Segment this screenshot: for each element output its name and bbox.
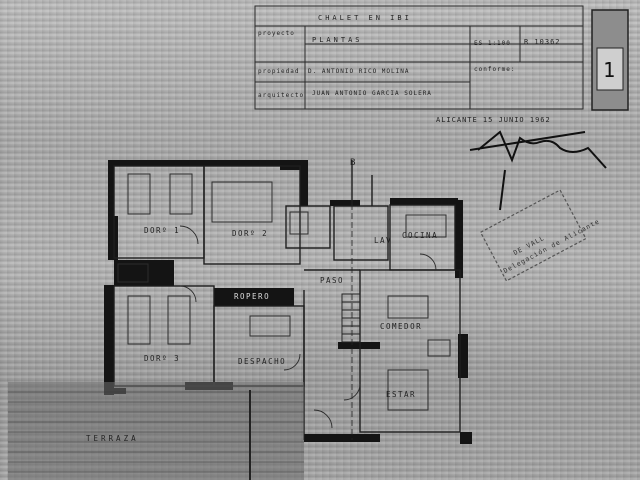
official-stamp: [479, 189, 587, 282]
architect-value: JUAN ANTONIO GARCIA SOLERA: [312, 90, 432, 97]
reference-number: R 10362: [524, 38, 561, 46]
owner-value: D. ANTONIO RICO MOLINA: [308, 68, 410, 75]
room-dorm3: DORº 3: [144, 354, 181, 363]
section-mark: B: [350, 158, 357, 168]
drawing-value: PLANTAS: [312, 36, 363, 44]
furniture: [117, 173, 451, 411]
sheet-number-box: [591, 9, 629, 111]
room-lav: LAV: [374, 236, 393, 245]
date-line: ALICANTE 15 JUNIO 1962: [436, 116, 551, 124]
room-dorm1: DORº 1: [144, 226, 181, 235]
terrace-area: [8, 382, 304, 480]
stairs: [341, 293, 361, 343]
architect-label: arquitecto: [258, 92, 305, 99]
project-value: CHALET EN IBI: [318, 14, 412, 22]
sheet-number: 1: [603, 58, 617, 82]
room-dorm2: DORº 2: [232, 229, 269, 238]
scale-label: ES 1:100: [474, 40, 511, 47]
room-ropero: ROPERO: [234, 292, 271, 301]
conforme-label: conforme:: [474, 66, 516, 73]
room-paso: PASO: [320, 276, 345, 285]
door-swings: [179, 225, 437, 429]
room-cocina: COCINA: [402, 231, 439, 240]
project-label: proyecto: [258, 30, 295, 37]
room-terraza: TERRAZA: [86, 434, 139, 443]
title-block-frame: [254, 5, 584, 110]
signature-mark: [469, 130, 607, 211]
room-despacho: DESPACHO: [238, 357, 287, 366]
room-comedor: COMEDOR: [380, 322, 423, 331]
room-estar: ESTAR: [386, 390, 417, 399]
owner-label: propiedad: [258, 68, 300, 75]
